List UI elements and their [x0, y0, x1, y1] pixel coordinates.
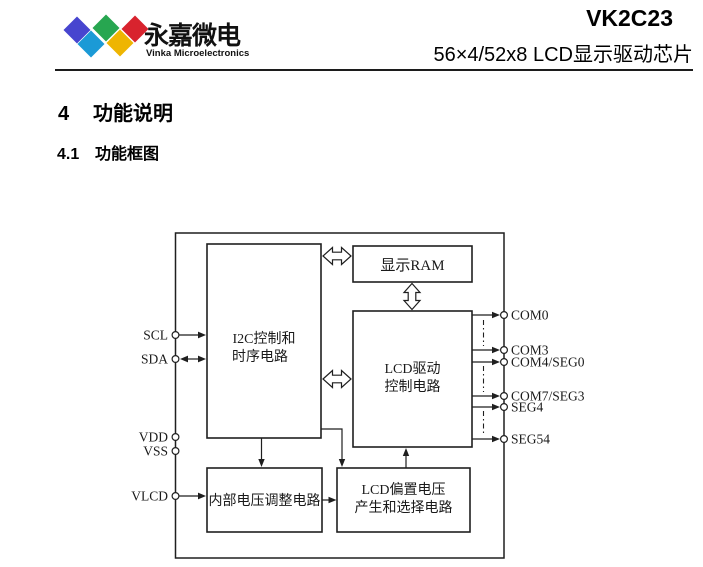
page-title: VK2C23	[586, 5, 673, 31]
lcd-block-label-line2: 控制电路	[385, 379, 441, 395]
subsection-heading: 4.1 功能框图	[57, 140, 159, 164]
subtitle-latin: 56×4/52x8 LCD	[433, 44, 573, 66]
i2c-control-block	[206, 243, 322, 439]
arrow-right-icon	[492, 403, 500, 411]
arrow-up-icon	[402, 448, 410, 456]
ram-lcd-double-arrow-icon	[402, 282, 422, 311]
com7-seg3-pin-circle	[500, 392, 509, 401]
i2c-block-label-line2: 时序电路	[232, 349, 288, 365]
pin-label-com3: COM3	[511, 343, 549, 358]
arrow-right-icon	[492, 435, 500, 443]
subsection-title: 功能框图	[95, 146, 160, 163]
com0-pin-circle	[500, 311, 509, 320]
arrow-down-icon	[258, 459, 265, 467]
pin-label-com7-seg3: COM7/SEG3	[511, 389, 585, 404]
arrow-right-icon	[198, 331, 206, 339]
arrow-right-icon	[492, 346, 500, 354]
com3-pin-circle	[500, 346, 509, 355]
i2c-ram-double-arrow-icon	[322, 246, 352, 266]
internal-voltage-block	[206, 467, 323, 533]
i2c-lcd-double-arrow-icon	[322, 369, 352, 389]
sda-pin-circle	[171, 355, 180, 364]
i2c-to-bias-line	[321, 428, 343, 460]
logo-diamond-blue	[63, 16, 91, 44]
pin-label-sda: SDA	[141, 352, 168, 367]
pin-label-scl: SCL	[143, 328, 168, 343]
arrow-left-icon	[180, 355, 188, 363]
vss-pin-circle	[171, 447, 180, 456]
brand-tagline: Vinka Microelectronics	[146, 48, 250, 59]
arrow-down-icon	[338, 459, 346, 467]
logo-diamond-red	[121, 15, 149, 43]
lcd-block-label-line1: LCD驱动	[385, 361, 441, 377]
section-heading: 4 功能说明	[58, 97, 173, 126]
pin-label-seg54: SEG54	[511, 432, 550, 447]
section-number: 4	[58, 103, 70, 125]
subsection-number: 4.1	[57, 146, 80, 163]
subtitle-cn: 显示驱动芯片	[573, 44, 693, 66]
arrow-right-icon	[328, 496, 337, 504]
header-divider	[55, 69, 693, 71]
pin-label-vlcd: VLCD	[131, 489, 168, 504]
vlcd-pin-circle	[171, 492, 180, 501]
arrow-right-icon	[492, 311, 500, 319]
arrow-right-icon	[198, 492, 206, 500]
section-title: 功能说明	[93, 103, 173, 125]
pin-label-com0: COM0	[511, 308, 549, 323]
bias-block-label-line2: 产生和选择电路	[355, 500, 453, 516]
logo-diamond-green	[92, 14, 120, 42]
internal-voltage-block-label: 内部电压调整电路	[209, 493, 321, 509]
logo-diamond-yellow	[106, 29, 134, 57]
display-ram-block	[352, 245, 473, 283]
arrow-right-icon	[198, 355, 206, 363]
scl-pin-circle	[171, 331, 180, 340]
arrow-right-icon	[492, 358, 500, 366]
pin-label-vdd: VDD	[139, 430, 168, 445]
pin-label-vss: VSS	[143, 444, 168, 459]
seg54-pin-circle	[500, 435, 509, 444]
bias-voltage-block	[336, 467, 471, 533]
i2c-block-label-line1: I2C控制和	[233, 331, 296, 347]
arrow-right-icon	[492, 392, 500, 400]
seg4-pin-circle	[500, 403, 509, 412]
brand-name: 永嘉微电	[144, 22, 241, 50]
vinka-logo-icon	[63, 14, 149, 58]
com4-seg0-pin-circle	[500, 358, 509, 367]
ram-block-label: 显示RAM	[380, 258, 444, 274]
logo-diamond-cyan	[77, 30, 105, 58]
lcd-drive-control-block	[352, 310, 473, 448]
vdd-pin-circle	[171, 433, 180, 442]
pin-label-seg4: SEG4	[511, 400, 544, 415]
page-subtitle: 56×4/52x8 LCD显示驱动芯片	[380, 38, 693, 67]
pin-label-com4-seg0: COM4/SEG0	[511, 355, 585, 370]
bias-block-label-line1: LCD偏置电压	[362, 482, 446, 498]
